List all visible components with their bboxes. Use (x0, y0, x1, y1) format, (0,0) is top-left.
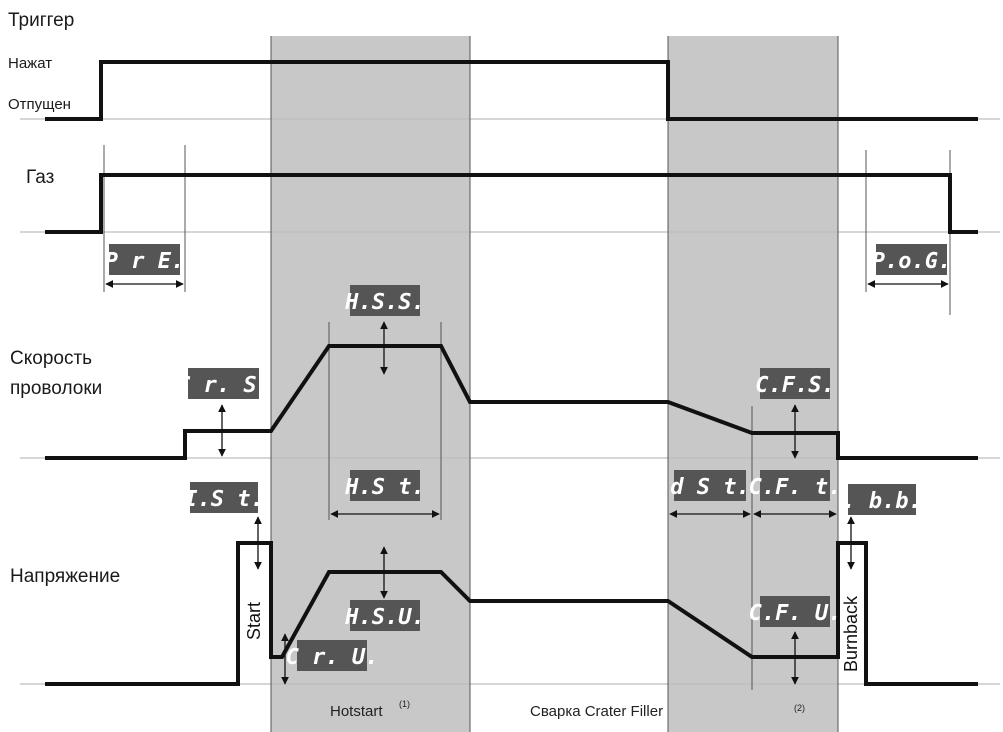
badge-cru: C r. U. (286, 640, 379, 671)
gas-trace (45, 173, 978, 234)
badge-ist-text: I.S t. (184, 487, 263, 512)
badge-hss: H.S.S. (344, 285, 425, 316)
badge-cfu-text: C.F. U. (749, 601, 842, 626)
badge-pog-text: P.o.G. (872, 249, 951, 274)
badge-hst-text: H.S t. (344, 475, 424, 500)
badge-cfs: C.F.S. (755, 368, 835, 399)
wire-speed-label-line2: проволоки (10, 378, 102, 399)
wire-speed-trace (45, 344, 978, 460)
released-label: Отпущен (8, 96, 71, 113)
badge-cft-text: C.F. t. (749, 475, 842, 500)
crater-caption: Сварка Crater Filler (530, 703, 663, 720)
badge-hss-text: H.S.S. (344, 290, 424, 315)
hotstart-note: (1) (399, 699, 410, 709)
badge-bb: . b.b. (842, 484, 922, 515)
wire-speed-label-line1: Скорость (10, 348, 92, 369)
badge-crs-text: C r. S. (177, 373, 270, 398)
badge-pre-text: P r E. (105, 249, 184, 274)
badge-ist: I.S t. (184, 482, 264, 513)
start-label: Start (244, 602, 264, 640)
badge-hst: H.S t. (344, 470, 425, 501)
badge-pre: P r E. (105, 244, 184, 275)
badge-crs: C r. S. (177, 368, 270, 399)
badge-bb-text: . b.b. (842, 489, 921, 514)
trigger-trace (45, 60, 978, 121)
pressed-label: Нажат (8, 55, 52, 72)
voltage-label: Напряжение (10, 566, 120, 587)
badge-pog: P.o.G. (872, 244, 951, 275)
trigger-label: Триггер (8, 10, 74, 31)
badge-cft: C.F. t. (749, 470, 842, 501)
badge-cfs-text: C.F.S. (755, 373, 834, 398)
badge-dst-text: d S t. (670, 475, 749, 500)
hotstart-caption: Hotstart (330, 703, 383, 720)
dimension-arrows (105, 280, 949, 685)
gas-label: Газ (26, 167, 54, 188)
badge-cfu: C.F. U. (749, 596, 842, 627)
badge-hsu: H.S.U. (344, 600, 425, 631)
badge-dst: d S t. (670, 470, 750, 501)
badge-cru-text: C r. U. (286, 645, 379, 670)
burnback-label: Burnback (841, 595, 861, 672)
crater-note: (2) (794, 703, 805, 713)
badge-hsu-text: H.S.U. (344, 605, 424, 630)
